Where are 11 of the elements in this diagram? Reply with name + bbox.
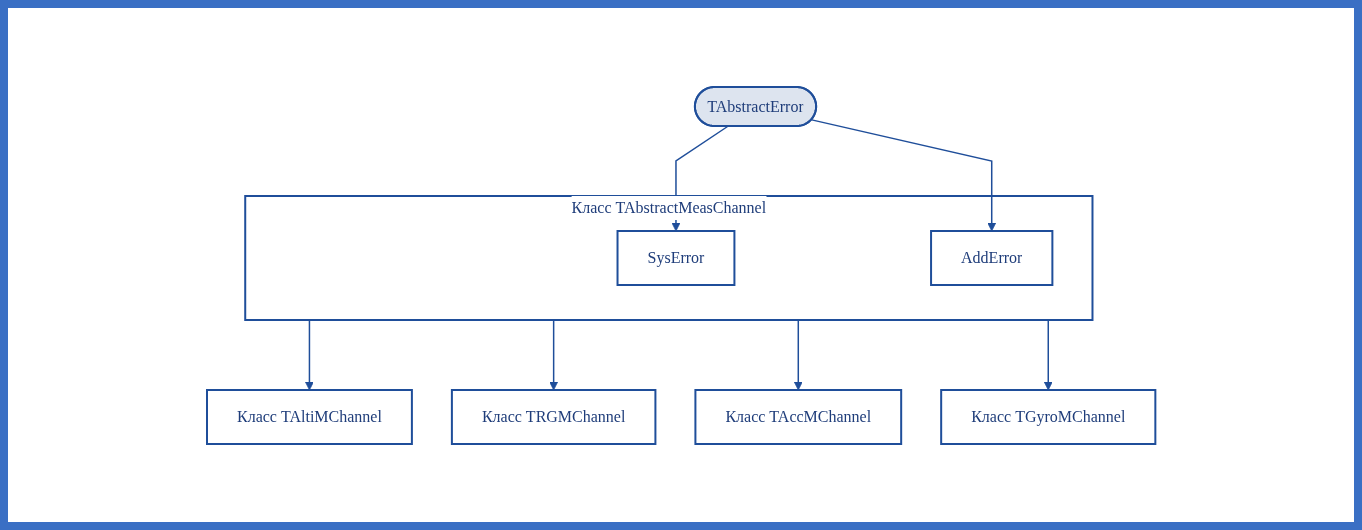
arrow xyxy=(810,118,996,231)
node-box: AddError xyxy=(929,229,1054,286)
node-box: Класс TAltiMChannel xyxy=(205,388,413,445)
arrow xyxy=(1043,318,1053,390)
node-box: Класс TGyroMChannel xyxy=(940,388,1157,445)
arrow xyxy=(793,318,803,390)
arrow xyxy=(549,318,558,390)
node-box: Класс TRGMChannel xyxy=(450,388,657,445)
arrow xyxy=(304,318,314,390)
node-box: SysError xyxy=(616,229,736,286)
node-box: Класс TAccMChannel xyxy=(694,388,902,445)
